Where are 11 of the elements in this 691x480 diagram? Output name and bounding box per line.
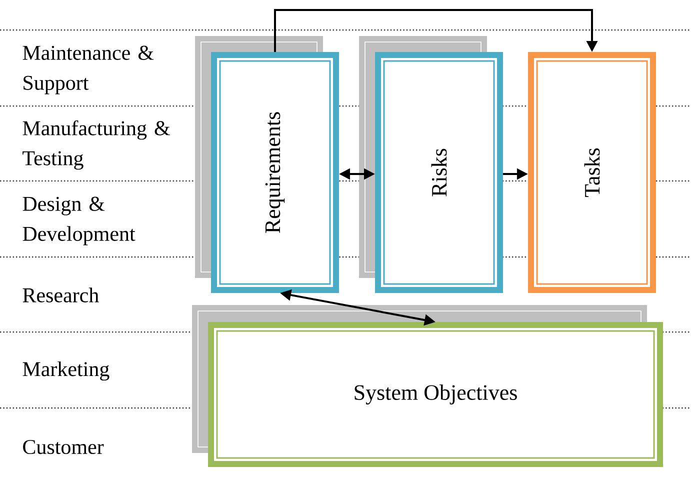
arrow [274,9,598,52]
row-label: Marketing [22,361,110,381]
process-box: Requirements [211,52,339,293]
row-label: Customer [23,440,104,454]
row-label: Manufacturing & Testing [22,120,170,170]
row-label: Research [22,288,99,302]
process-box: Risks [375,52,503,293]
row-label: Design & Development [22,196,136,246]
row-label: Maintenance & Support [22,46,154,94]
process-box: System Objectives [208,322,663,467]
process-box: Tasks [528,52,656,293]
